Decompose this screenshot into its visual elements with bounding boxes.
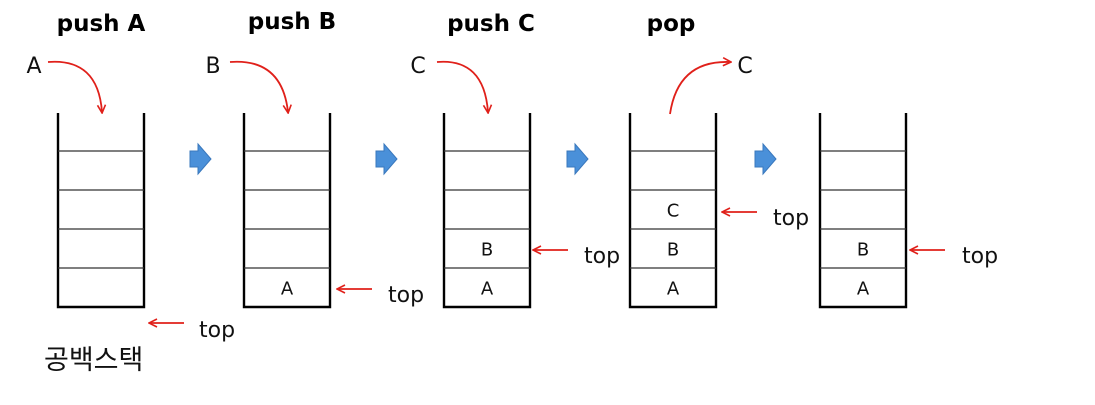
stack-empty bbox=[56, 113, 146, 309]
top-label: top bbox=[199, 318, 235, 343]
top-pointer-stack-4: top bbox=[723, 206, 809, 231]
push-c-arrow bbox=[436, 60, 488, 112]
stack-cell-value: B bbox=[667, 240, 679, 261]
operation-push-b-label: push B bbox=[248, 9, 336, 35]
stack-cell-value: A bbox=[281, 279, 294, 300]
top-pointer-stack-3: top bbox=[534, 244, 620, 269]
flow-arrow-3 bbox=[566, 142, 589, 176]
top-pointer-empty: top bbox=[150, 318, 235, 343]
operation-push-a-label: push A bbox=[57, 11, 146, 37]
stack-after-push-c: ABC bbox=[628, 113, 718, 309]
pushed-item-a: A bbox=[26, 54, 41, 79]
push-a-arrow bbox=[47, 60, 102, 112]
stack-container bbox=[628, 113, 718, 309]
top-label: top bbox=[388, 283, 424, 308]
stack-after-push-b: AB bbox=[442, 113, 532, 309]
top-label: top bbox=[584, 244, 620, 269]
popped-item-c: C bbox=[737, 54, 752, 79]
operation-push-c-label: push C bbox=[447, 11, 535, 37]
pushed-item-b: B bbox=[205, 54, 220, 79]
stack-container bbox=[56, 113, 146, 309]
stack-after-push-a: A bbox=[242, 113, 332, 309]
top-pointer-stack-5: top bbox=[911, 244, 998, 269]
top-label: top bbox=[773, 206, 809, 231]
stack-cell-value: B bbox=[481, 240, 493, 261]
push-b-arrow bbox=[229, 60, 288, 112]
stack-cell-value: A bbox=[667, 279, 680, 300]
stack-cell-value: A bbox=[857, 279, 870, 300]
stack-container bbox=[442, 113, 532, 309]
flow-arrow-4 bbox=[754, 142, 777, 176]
stack-after-pop: AB bbox=[818, 113, 908, 309]
stack-cell-value: B bbox=[857, 240, 869, 261]
stack-container bbox=[242, 113, 332, 309]
top-pointer-stack-2: top bbox=[338, 283, 424, 308]
stack-cell-value: C bbox=[667, 201, 680, 222]
flow-arrow-2 bbox=[375, 142, 398, 176]
pushed-item-c: C bbox=[410, 54, 425, 79]
operation-pop-label: pop bbox=[647, 11, 696, 37]
pop-arrow bbox=[669, 62, 730, 115]
empty-stack-caption: 공백스택 bbox=[44, 345, 143, 376]
top-label: top bbox=[962, 244, 998, 269]
stack-container bbox=[818, 113, 908, 309]
stack-cell-value: A bbox=[481, 279, 494, 300]
flow-arrow-1 bbox=[189, 142, 212, 176]
